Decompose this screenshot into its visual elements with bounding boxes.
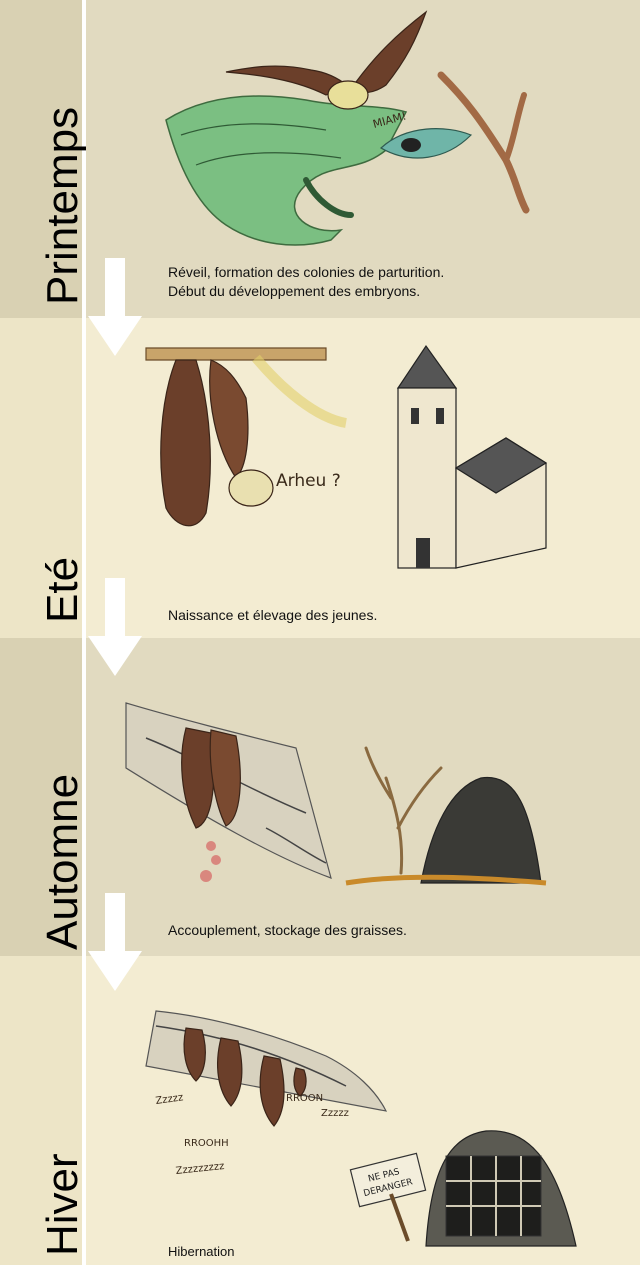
caption-line: Début du développement des embryons.	[168, 282, 444, 301]
down-arrow-icon	[88, 258, 142, 356]
caption-line: Accouplement, stockage des graisses.	[168, 921, 407, 940]
bat-body	[328, 81, 368, 109]
tower-window	[436, 408, 444, 424]
sign-post	[391, 1194, 408, 1241]
season-label-winter: Hiver	[41, 1153, 85, 1256]
tree-row	[306, 180, 351, 215]
arrow-summer-to-autumn	[86, 578, 144, 678]
down-arrow-icon	[88, 893, 142, 991]
hanging-bat	[161, 360, 211, 526]
light-beam	[256, 358, 346, 423]
caption-line: Hibernation	[168, 1242, 235, 1261]
snore-text: RROON	[286, 1093, 323, 1104]
heart	[200, 870, 212, 882]
snore-text: RROOHH	[184, 1138, 229, 1149]
wooden-beam	[146, 348, 326, 360]
arrow-spring-to-summer	[86, 258, 144, 358]
down-arrow-icon	[88, 578, 142, 676]
caption-line: Réveil, formation des colonies de partur…	[168, 263, 444, 282]
heart	[211, 855, 221, 865]
heart	[206, 841, 216, 851]
season-tab-winter: Hiver	[0, 956, 82, 1265]
season-winter: Hiver Zzzzz RROON Zzzzz RROOHH Zzzzzzzzz	[0, 956, 640, 1265]
season-label-autumn: Automne	[41, 774, 85, 950]
snore-text: Zzzzzzzzz	[175, 1161, 225, 1177]
bubble-text-summer: Arheu ?	[276, 471, 341, 491]
season-label-summer: Eté	[41, 557, 85, 623]
caption-winter: Hibernation	[168, 1242, 235, 1261]
church-door	[416, 538, 430, 568]
branch-twig	[506, 95, 524, 160]
bat-wing-right	[356, 12, 426, 93]
caption-autumn: Accouplement, stockage des graisses.	[168, 921, 407, 940]
church-spire	[398, 346, 456, 388]
warning-sign	[350, 1153, 425, 1206]
green-hills	[166, 96, 406, 245]
hibernating-bat	[260, 1056, 284, 1126]
autumn-illustration	[86, 638, 640, 956]
mating-bat	[182, 728, 214, 828]
snore-text: Zzzzz	[321, 1108, 349, 1119]
caption-summer: Naissance et élevage des jeunes.	[168, 606, 377, 625]
summer-illustration: Arheu ?	[86, 318, 640, 638]
beetle	[401, 138, 421, 152]
season-tab-autumn: Automne	[0, 638, 82, 956]
hibernating-bat	[218, 1038, 242, 1106]
caption-line: Naissance et élevage des jeunes.	[168, 606, 377, 625]
winter-illustration: Zzzzz RROON Zzzzz RROOHH Zzzzzzzzz NE PA…	[86, 956, 640, 1265]
season-tab-summer: Eté	[0, 318, 82, 638]
baby-bat	[229, 470, 273, 506]
arrow-autumn-to-winter	[86, 893, 144, 993]
cave-grate	[446, 1156, 541, 1236]
snore-text: Zzzzz	[155, 1092, 184, 1107]
season-label-spring: Printemps	[41, 107, 85, 305]
cave-mound	[421, 778, 541, 883]
tower-window	[411, 408, 419, 424]
caption-spring: Réveil, formation des colonies de partur…	[168, 263, 444, 301]
season-tab-spring: Printemps	[0, 0, 82, 318]
hanging-bat	[210, 360, 248, 478]
